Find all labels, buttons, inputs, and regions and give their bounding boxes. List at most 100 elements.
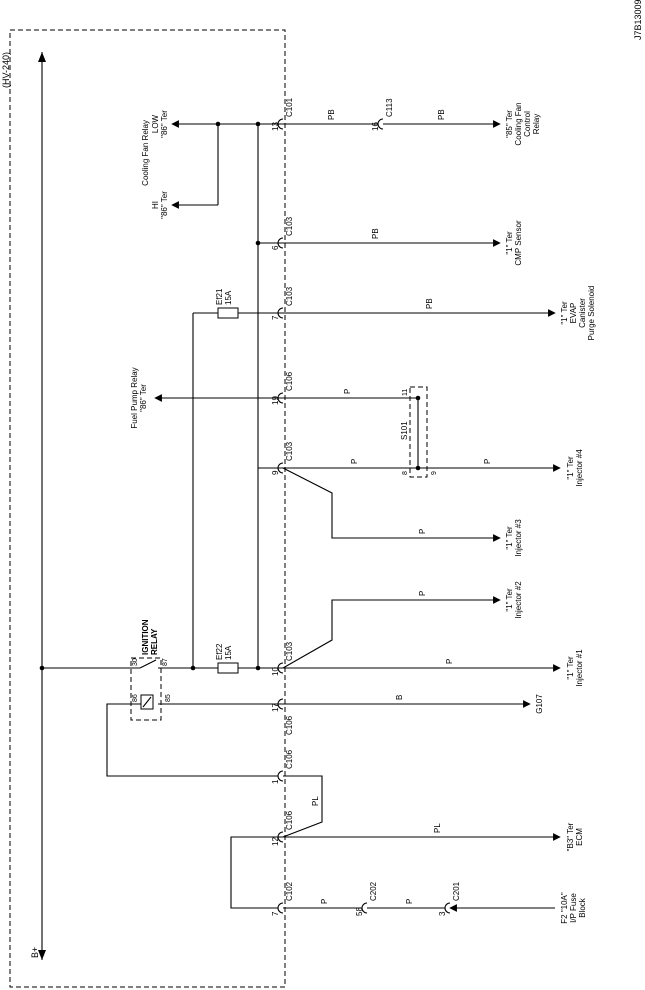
relay-switch-contact: [139, 659, 157, 669]
fuse-ef22: [217, 662, 239, 674]
wire-color-pl-1: PL: [311, 796, 320, 806]
ecm-boundary-box: [9, 29, 286, 988]
connector-c201: [444, 902, 451, 914]
pin-6: 6: [271, 245, 280, 250]
wire-c102-loop: [230, 836, 278, 909]
wire-color-p-7: P: [320, 899, 329, 904]
relay-pin-30: 30: [132, 658, 139, 666]
pin-3: 3: [438, 911, 447, 916]
svg-text:F2 "10A": F2 "10A": [560, 892, 569, 924]
svg-text:Purge Solenoid: Purge Solenoid: [587, 286, 596, 341]
fuel-pump-relay-title: Fuel Pump Relay: [130, 367, 139, 428]
svg-text:Injector #3: Injector #3: [514, 519, 523, 557]
panel-label: (HV-240): [1, 52, 11, 88]
wire-p-injector2: [282, 596, 501, 669]
relay-pin-87: 87: [162, 658, 169, 666]
junction-dot-4: [190, 665, 196, 671]
svg-text:"85" Ter: "85" Ter: [505, 110, 514, 138]
pin-9: 9: [271, 470, 280, 475]
svg-text:Relay: Relay: [532, 114, 541, 134]
ignition-relay-box: [130, 657, 162, 721]
label-injector-3: "1" Ter Injector #3: [505, 519, 523, 557]
wire-color-pb-3: PB: [371, 228, 380, 239]
relay-title-1: IGNITION: [141, 619, 150, 655]
pin-7b: 7: [271, 911, 280, 916]
drawing-id: J7B13009: [633, 0, 643, 40]
wire-p-injector3: [282, 467, 501, 542]
relay-coil-slash: [142, 696, 152, 708]
wire-color-b: B: [395, 695, 404, 700]
connector-c103-pin7: [277, 307, 284, 319]
svg-text:Injector #1: Injector #1: [575, 649, 584, 687]
conn-c101: C101: [285, 97, 294, 117]
pin-1: 1: [271, 779, 280, 784]
conn-c106-a: C106: [285, 371, 294, 391]
splice-dot-top: [415, 395, 421, 401]
label-injector-1: "1" Ter Injector #1: [566, 649, 584, 687]
fuel-pump-relay-ter: "86" Ter: [139, 384, 148, 412]
bplus-label: B+: [30, 947, 40, 958]
svg-text:"B3" Ter: "B3" Ter: [566, 822, 575, 851]
connector-c106-pin17: [277, 698, 284, 710]
pin-16: 16: [371, 122, 380, 131]
conn-c201: C201: [452, 881, 461, 901]
svg-text:Injector #2: Injector #2: [514, 581, 523, 619]
svg-text:Canister: Canister: [578, 298, 587, 328]
connector-c106-pin19: [277, 392, 284, 404]
conn-c113: C113: [385, 98, 394, 117]
label-g107: G107: [535, 694, 544, 714]
connector-c106-pin1: [277, 770, 284, 782]
wire-color-p-4: P: [418, 529, 427, 534]
conn-c106-c: C106: [285, 749, 294, 769]
svg-text:Control: Control: [523, 111, 532, 137]
splice-pin-11: 11: [402, 389, 409, 396]
wire-color-pl-2: PL: [433, 823, 442, 833]
pin-13: 13: [271, 122, 280, 131]
cooling-relay-hi: HI: [151, 201, 160, 209]
wire-color-p-5: P: [445, 659, 454, 664]
connector-c101-pin13: [277, 118, 284, 130]
wire-color-pb-2: PB: [437, 109, 446, 120]
svg-text:"1" Ter: "1" Ter: [566, 656, 575, 680]
bplus-arrow-bottom: [38, 950, 46, 960]
wire-color-p-8: P: [405, 899, 414, 904]
conn-c106-d: C106: [285, 810, 294, 830]
relay-title-2: RELAY: [150, 628, 159, 655]
relay-pin-85: 85: [165, 694, 172, 702]
splice-s101-box: [409, 386, 428, 478]
svg-text:CMP Sensor: CMP Sensor: [514, 220, 523, 266]
svg-text:Injector #4: Injector #4: [575, 449, 584, 487]
pin-12: 12: [271, 837, 280, 846]
fuse-ef21-name: Ef21: [215, 288, 224, 305]
splice-pin-8: 8: [402, 471, 409, 475]
wire-color-p-2: P: [350, 459, 359, 464]
connector-c103-pin9: [277, 462, 284, 474]
svg-text:"1" Ter: "1" Ter: [560, 301, 569, 325]
conn-c103-d: C103: [285, 641, 294, 661]
pin-10: 10: [271, 667, 280, 676]
label-cmp-sensor: "1" Ter CMP Sensor: [505, 220, 523, 266]
label-injector-4: "1" Ter Injector #4: [566, 449, 584, 487]
cooling-relay-low-ter: "86" Ter: [160, 110, 169, 138]
svg-text:Cooling Fan: Cooling Fan: [514, 102, 523, 145]
conn-c202: C202: [369, 881, 378, 901]
splice-s101: S101: [400, 421, 409, 440]
wire-color-p-1: P: [343, 389, 352, 394]
svg-text:EVAP: EVAP: [569, 303, 578, 324]
fuse-ef21-rating: 15A: [224, 290, 233, 305]
conn-c103-c: C103: [285, 441, 294, 461]
pin-17: 17: [271, 703, 280, 712]
pin-58: 58: [355, 907, 364, 916]
connector-c103-pin6: [277, 237, 284, 249]
conn-c103-a: C103: [285, 216, 294, 236]
cooling-relay-title: Cooling Fan Relay: [141, 120, 150, 186]
pin-7a: 7: [271, 315, 280, 320]
connector-c102-pin7: [277, 902, 284, 914]
conn-c102: C102: [285, 881, 294, 901]
label-ip-fuse-block: F2 "10A" I/P Fuse Block: [560, 892, 587, 924]
label-evap-purge-solenoid: "1" Ter EVAP Canister Purge Solenoid: [560, 286, 596, 341]
label-cooling-fan-control-relay: "85" Ter Cooling Fan Control Relay: [505, 102, 541, 145]
fuse-ef22-name: Ef22: [215, 643, 224, 660]
wire-color-p-6: P: [418, 591, 427, 596]
